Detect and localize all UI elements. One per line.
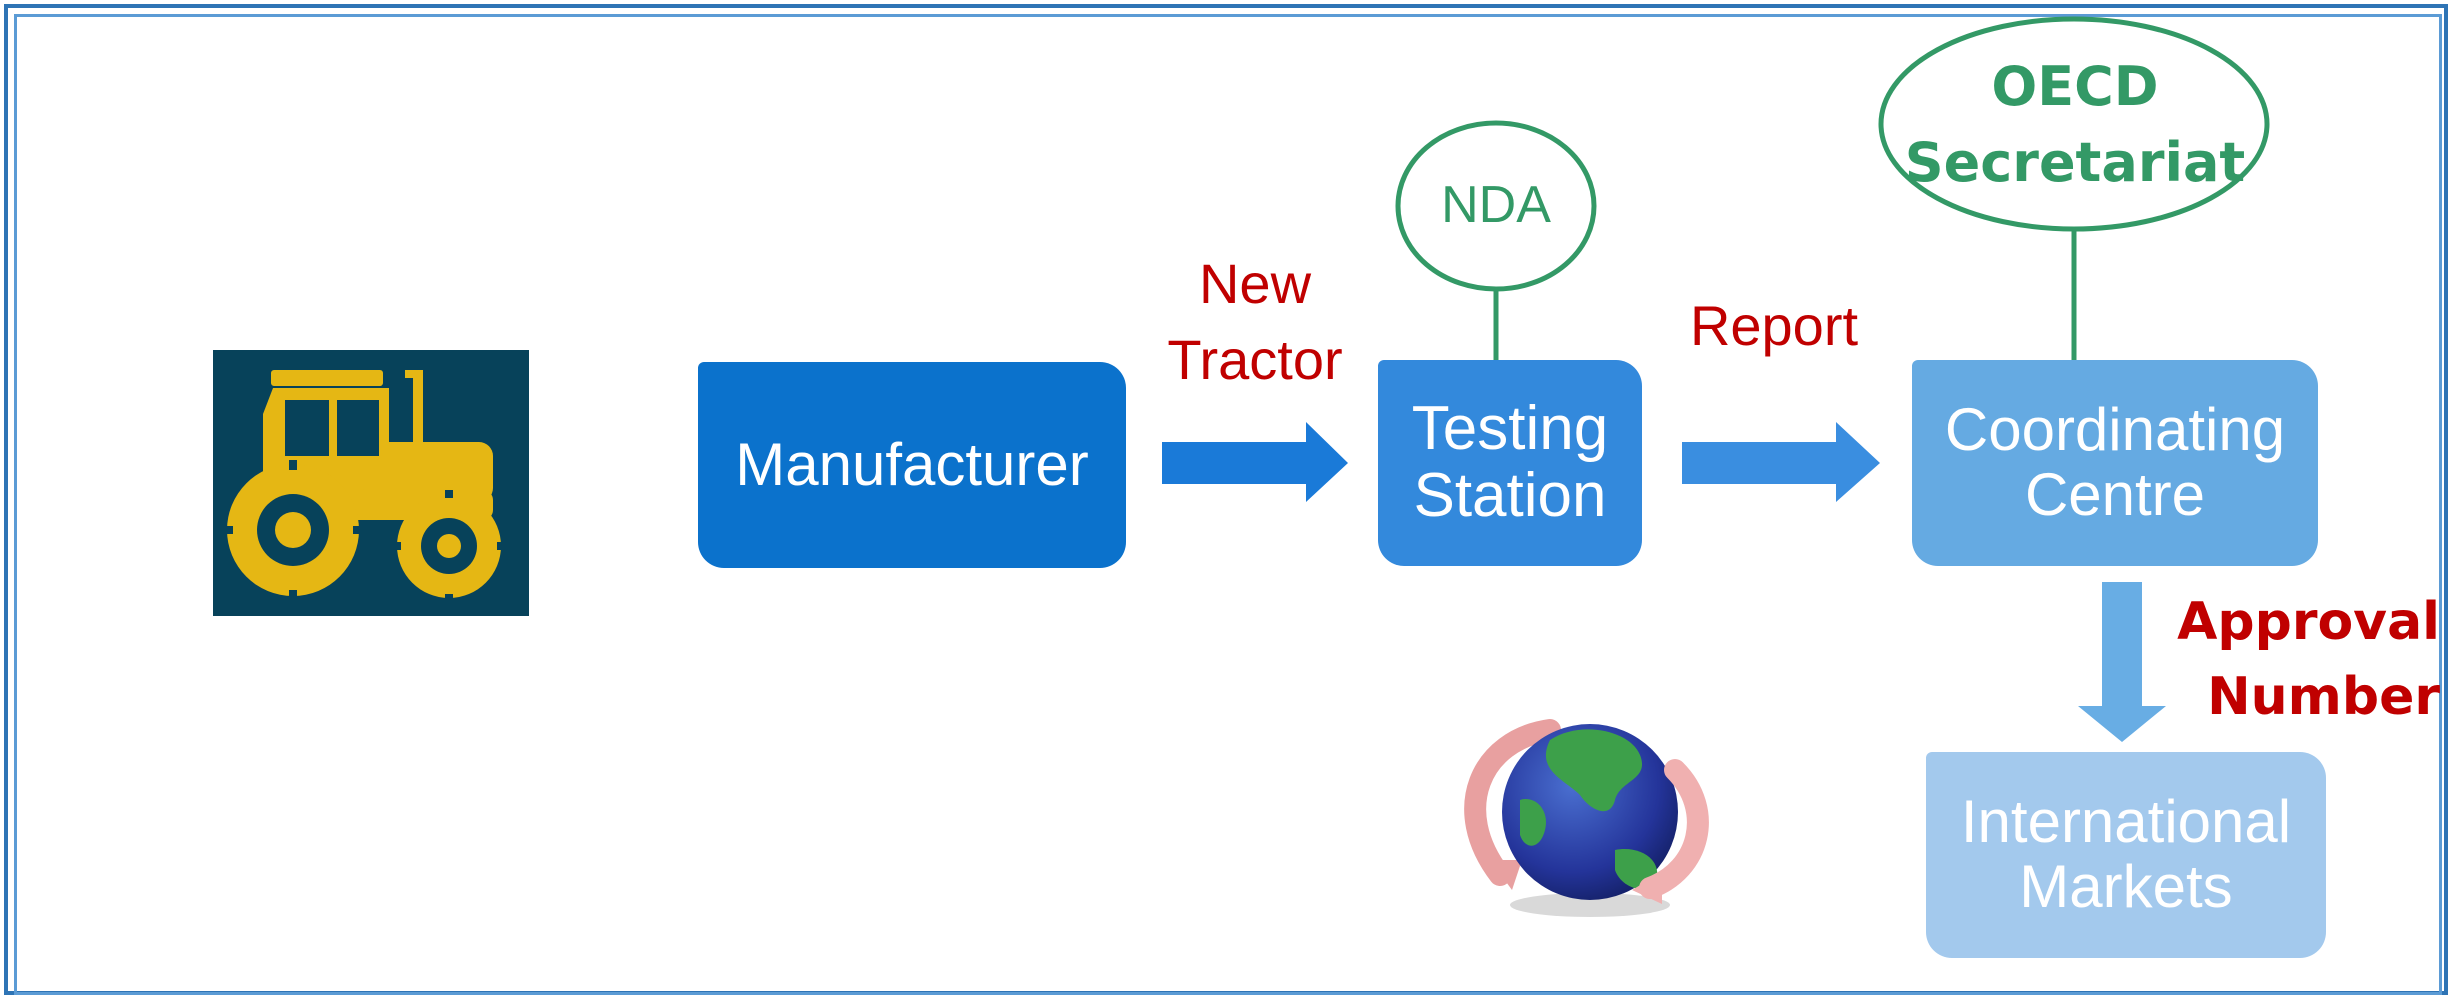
new-tractor-line2: Tractor [1167,327,1343,391]
tractor-icon [213,350,529,616]
international-markets-label-line1: International [1960,788,2292,856]
coordinating-centre-label-line1: Coordinating [1944,396,2286,464]
international-markets-label-line2: Markets [2019,853,2233,920]
oecd-secretariat-node: OECD Secretariat [1880,20,2270,230]
oecd-label-line1: OECD [1991,55,2159,119]
international-markets-box: International Markets [1926,752,2326,958]
testing-station-label-line2: Station [1413,461,1607,530]
new-tractor-label: New Tractor [1140,246,1370,397]
approval-number-label: Approval Number [2150,585,2440,736]
new-tractor-line1: New [1198,252,1312,315]
coordinating-centre-box: Coordinating Centre [1912,360,2318,566]
approval-number-line2: Number [2207,667,2440,728]
manufacturer-box: Manufacturer [698,362,1126,568]
approval-number-line1: Approval [2177,592,2440,652]
oecd-label-line2: Secretariat [1904,131,2246,194]
testing-station-box: Testing Station [1378,360,1642,566]
globe-shadow [1510,893,1670,917]
coordinating-centre-label-line2: Centre [2024,461,2206,528]
report-label: Report [1689,294,1859,357]
arrow-report [1682,422,1880,502]
arrow-new-tractor [1162,422,1348,502]
manufacturer-label: Manufacturer [735,430,1089,498]
globe-icon [1464,719,1709,917]
testing-station-label-line1: Testing [1411,394,1609,464]
nda-node: NDA [1396,120,1596,290]
inner-frame [14,14,2442,995]
arrow-approval-number [2078,582,2166,742]
nda-label: NDA [1441,176,1551,234]
